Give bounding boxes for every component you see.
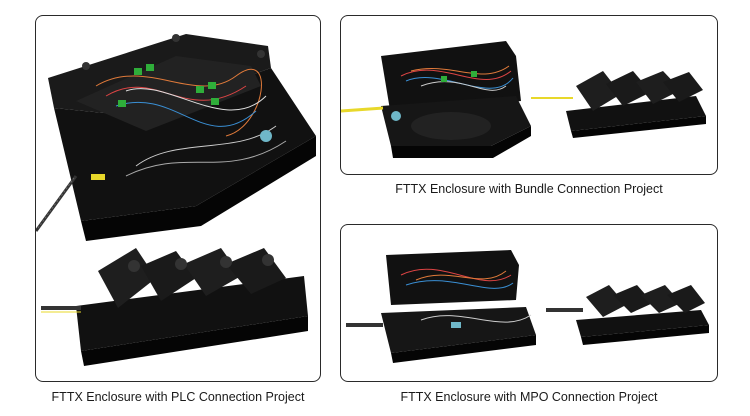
mpo-enclosure-image [346,250,709,363]
caption-mpo: FTTX Enclosure with MPO Connection Proje… [400,390,658,404]
caption-plc-label: FTTX Enclosure with PLC Connection Proje… [51,390,305,404]
caption-bundle: FTTX Enclosure with Bundle Connection Pr… [395,182,663,196]
open-enclosure-bundle [341,41,531,158]
panel-plc [35,15,321,382]
closed-enclosure [41,248,308,366]
open-enclosure-mpo [346,250,536,363]
panel-bundle [340,15,718,175]
closed-enclosure-mpo [546,285,709,345]
bundle-enclosure-image [341,41,706,158]
closed-enclosure-bundle [531,71,706,138]
panel-mpo [340,224,718,382]
plc-enclosure-image [36,34,316,366]
open-enclosure [36,34,316,241]
